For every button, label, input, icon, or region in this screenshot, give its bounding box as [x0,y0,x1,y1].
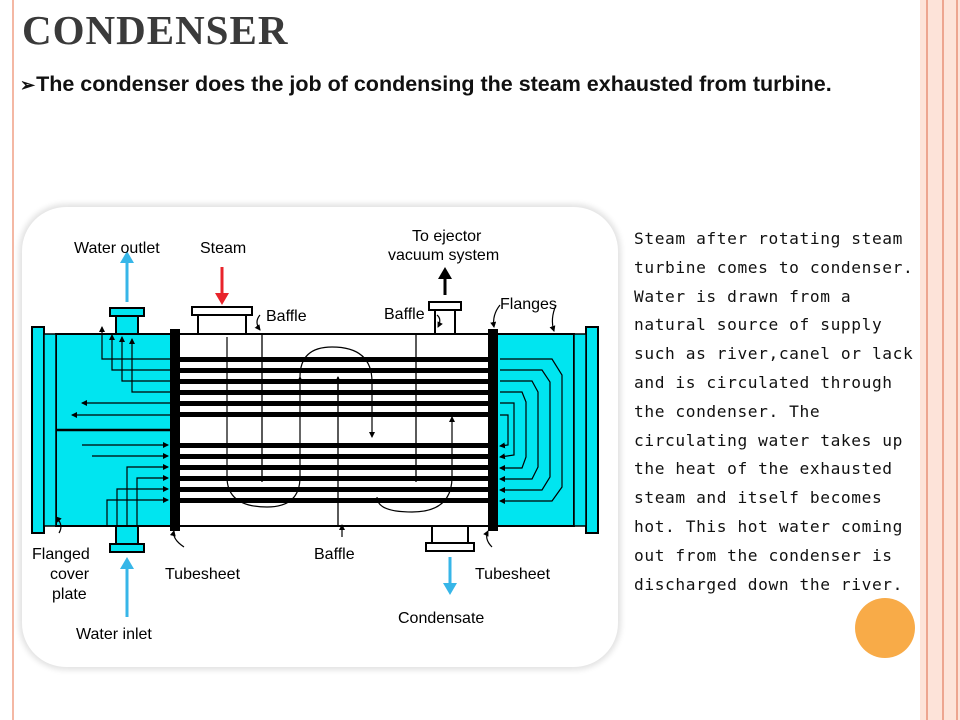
flow-arrows [71,326,563,527]
right-flange [573,333,587,527]
left-cover-plate [31,326,45,534]
ejector-nozzle [434,308,456,335]
flanged-label-line2: cover [50,566,90,583]
water-inlet-label: Water inlet [76,626,152,643]
bullet-text: The condenser does the job of condensing… [36,72,832,96]
tubesheet-label-left: Tubesheet [165,566,241,583]
condenser-shell [176,333,493,527]
steam-label: Steam [200,240,246,257]
label-pointers [55,304,557,548]
flanged-label-line3: plate [52,586,87,603]
water-outlet-nozzle [115,314,139,335]
band-line [926,0,928,720]
slide-title: CONDENSER [22,7,289,53]
right-decorative-band [920,0,960,720]
condenser-diagram: Water outlet Steam To ejector vacuum sys… [22,207,618,667]
description-text: Steam after rotating steam turbine comes… [634,229,914,594]
tubesheet-label-right: Tubesheet [475,566,551,583]
left-flange [43,333,57,527]
water-inlet-nozzle [115,525,139,546]
baffle-label-center: Baffle [384,306,425,323]
condenser-schematic: Water outlet Steam To ejector vacuum sys… [31,228,599,643]
steam-inlet-nozzle [197,313,247,335]
tube-bundle [172,357,497,503]
arrow-bullet-icon: ➢ [20,75,36,95]
left-border-line [12,0,14,720]
bullet-point: ➢The condenser does the job of condensin… [17,70,922,100]
left-tubesheet [170,329,180,531]
ejector-label-line2: vacuum system [388,247,499,264]
steam-flow [226,337,455,513]
band-line [956,0,958,720]
baffle-label-left: Baffle [266,308,307,325]
ejector-label-line1: To ejector [412,228,482,245]
condensate-label: Condensate [398,610,484,627]
baffle-label-bottom: Baffle [314,546,355,563]
water-outlet-label: Water outlet [74,240,160,257]
band-line [942,0,944,720]
right-cover-plate [585,326,599,534]
flanges-label: Flanges [500,296,557,313]
right-tubesheet [488,329,498,531]
accent-circle [855,598,915,658]
flanged-label-line1: Flanged [32,546,90,563]
outlet-water-box [491,333,575,527]
condensate-nozzle [431,525,469,545]
